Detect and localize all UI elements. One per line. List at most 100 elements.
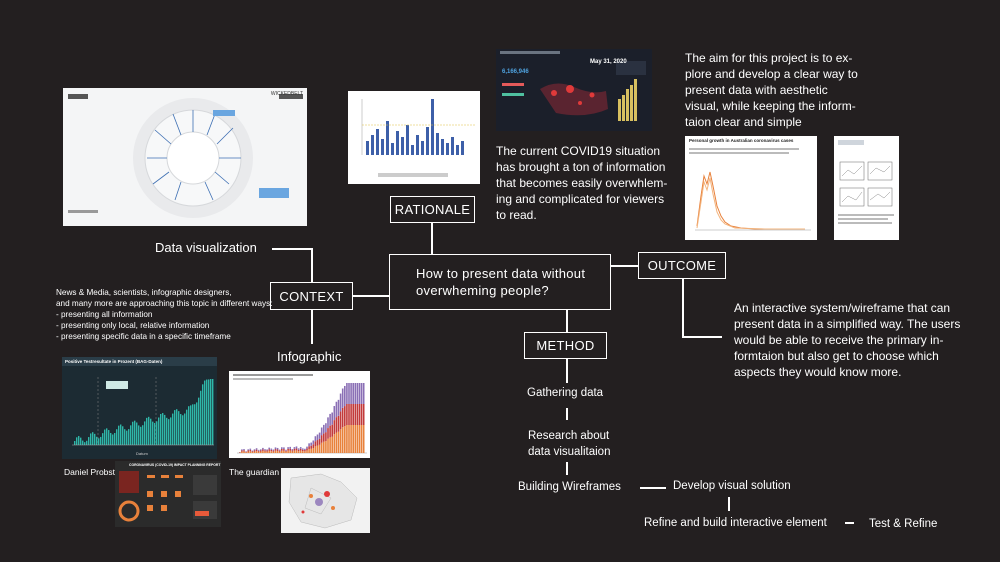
context-node: CONTEXT <box>270 282 353 310</box>
guardian-bar-segment <box>245 451 247 453</box>
guardian-bar-segment <box>276 447 279 450</box>
guardian-bar-segment <box>249 448 252 450</box>
connector-step1-step2 <box>566 408 568 420</box>
guardian-bar-segment <box>278 451 281 453</box>
guardian-bar-segment <box>264 449 266 451</box>
guardian-bar-segment <box>354 383 357 404</box>
guardian-bar-segment <box>306 448 308 451</box>
aim-text: The aim for this project is to ex- plore… <box>685 51 858 129</box>
growth-chart-thumbnail: Personal growth in Australian coronaviru… <box>685 136 817 240</box>
teal-bar <box>124 429 126 445</box>
rationale-node: RATIONALE <box>390 196 475 223</box>
teal-bar <box>86 440 88 445</box>
teal-bar <box>78 436 80 445</box>
guardian-bar-segment <box>249 451 252 453</box>
guardian-bar-segment <box>304 450 306 452</box>
teal-bar <box>170 417 172 445</box>
guardian-bar-segment <box>312 447 315 453</box>
guardian-bar-segment <box>358 404 361 425</box>
guardian-bar-segment <box>291 450 294 452</box>
guardian-bar-segment <box>257 449 260 451</box>
connector-step4-step5 <box>728 497 730 511</box>
guardian-bar-segment <box>327 428 329 439</box>
outcome-text: An interactive system/wireframe that can… <box>734 301 961 379</box>
teal-bar <box>202 384 204 445</box>
guardian-bar-segment <box>354 425 357 453</box>
guardian-bar-segment <box>287 450 289 453</box>
impact-report-graphic <box>118 471 217 522</box>
guardian-bar-segment <box>257 450 260 452</box>
guardian-bar-segment <box>241 449 243 451</box>
guardian-bar-segment <box>249 449 252 452</box>
guardian-bar-segment <box>358 383 361 404</box>
guardian-bar-segment <box>362 404 365 425</box>
central-question-text: How to present data without overwheming … <box>416 266 586 298</box>
guardian-bar-segment <box>323 441 325 453</box>
guardian-bar-segment <box>308 449 310 453</box>
guardian-bar-segment <box>276 450 279 453</box>
guardian-bar-segment <box>264 451 266 453</box>
teal-bar <box>94 433 96 445</box>
guardian-bar-segment <box>299 447 302 449</box>
guardian-bar-segment <box>243 449 245 451</box>
guardian-bar-segment <box>297 451 300 453</box>
connector-context <box>353 295 389 297</box>
impact-report-title: CORONAVIRUS (COVID-19) IMPACT PLANNING R… <box>129 463 221 467</box>
positive-test-chart-thumbnail: Positive Testresultate in Prozent (BAG-D… <box>62 357 217 459</box>
guardian-bar-segment <box>262 447 264 450</box>
guardian-bar-segment <box>318 432 321 439</box>
guardian-bar-segment <box>327 417 329 429</box>
teal-bar <box>142 425 144 445</box>
guardian-bar-segment <box>268 449 270 451</box>
teal-bar <box>160 413 162 445</box>
guardian-bar-segment <box>329 437 331 453</box>
teal-bar <box>206 379 208 445</box>
guardian-bar-segment <box>245 451 247 452</box>
teal-bar <box>192 404 194 445</box>
guardian-bar-segment <box>299 450 302 453</box>
guardian-bar-segment <box>316 434 319 441</box>
guardian-bar-segment <box>362 425 365 453</box>
teal-bar <box>212 379 214 445</box>
teal-bar <box>190 405 192 445</box>
method-step-test-refine: Test & Refine <box>869 518 938 530</box>
positive-test-title: Positive Testresultate in Prozent (BAG-D… <box>65 359 163 364</box>
guardian-bar-segment <box>241 451 243 453</box>
method-step-wireframes: Building Wireframes <box>518 481 621 493</box>
guardian-bar-segment <box>339 393 342 412</box>
guardian-bar-segment <box>268 447 270 450</box>
guardian-bar-segment <box>325 423 327 433</box>
positive-test-graphic <box>62 357 217 446</box>
teal-bar <box>112 434 114 445</box>
method-step-refine-build: Refine and build interactive element <box>644 517 827 529</box>
guardian-bar-segment <box>335 432 338 453</box>
guardian-bar-segment <box>337 399 340 416</box>
teal-bar <box>88 437 90 445</box>
guardian-bar-segment <box>281 448 283 451</box>
guardian-bar-segment <box>297 448 300 450</box>
guardian-bar-segment <box>346 404 348 425</box>
guardian-bar-segment <box>255 448 258 450</box>
guardian-chart-thumbnail <box>229 371 370 458</box>
infographic-label: Infographic <box>277 349 342 364</box>
guardian-bar-segment <box>270 448 273 450</box>
guardian-bar-segment <box>293 447 296 449</box>
teal-bar <box>164 414 166 445</box>
teal-bar <box>96 436 98 445</box>
guardian-bar-segment <box>287 447 289 449</box>
guardian-bar-segment <box>272 449 275 451</box>
teal-bar <box>130 425 132 445</box>
teal-bar <box>154 422 156 445</box>
guardian-bar-segment <box>243 451 245 453</box>
teal-bar <box>122 426 124 445</box>
guardian-map-thumbnail <box>281 468 370 533</box>
guardian-bar-segment <box>247 450 249 452</box>
teal-bar <box>118 425 120 445</box>
teal-bar <box>184 413 186 445</box>
teal-bar <box>106 428 108 445</box>
teal-bar <box>102 433 104 445</box>
growth-chart-title: Personal growth in Australian coronaviru… <box>689 138 794 143</box>
guardian-bar-segment <box>264 450 266 452</box>
guardian-bar-segment <box>291 449 294 451</box>
guardian-bar-segment <box>310 442 312 446</box>
